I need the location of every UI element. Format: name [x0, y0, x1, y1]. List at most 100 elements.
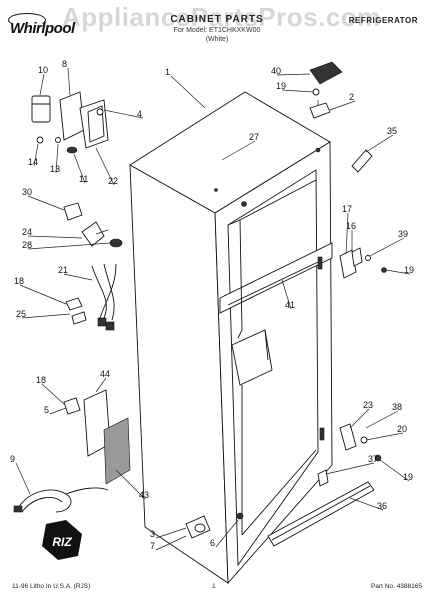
callout-20: 20	[365, 424, 407, 441]
callout-44: 44	[95, 369, 110, 393]
callout-number: 2	[349, 92, 354, 102]
callout-30: 30	[22, 187, 65, 211]
callout-number: 18	[14, 276, 24, 286]
callout-19: 19	[276, 81, 315, 93]
callout-leader-line	[27, 195, 65, 211]
callout-39: 39	[369, 229, 408, 257]
callout-37: 37	[325, 454, 378, 475]
callout-number: 19	[404, 265, 414, 275]
callout-number: 22	[108, 176, 118, 186]
callout-number: 44	[100, 369, 110, 379]
callout-leader-line	[15, 462, 31, 495]
callout-leader-line	[365, 134, 394, 153]
callout-number: 21	[58, 265, 68, 275]
callout-leader-line	[349, 497, 384, 511]
brand-logo: Whirlpool	[10, 20, 75, 37]
footer-print-info: 11-96 Litho In U.S.A. (RJS)	[12, 583, 91, 590]
callout-number: 28	[22, 240, 32, 250]
callout-24: 24	[22, 227, 83, 239]
callout-number: 10	[38, 65, 48, 75]
callout-number: 11	[79, 174, 88, 184]
callout-19: 19	[379, 459, 413, 482]
callout-leader-line	[103, 109, 144, 119]
control-parts	[63, 202, 123, 248]
callout-number: 16	[346, 221, 356, 231]
callout-14: 14	[28, 143, 39, 167]
callout-leader-line	[115, 469, 146, 500]
callout-21: 21	[58, 265, 93, 281]
callout-10: 10	[38, 65, 48, 96]
callout-leader-line	[63, 273, 93, 281]
callout-18: 18	[14, 276, 67, 305]
callout-number: 39	[398, 229, 408, 239]
callout-leader-line	[329, 100, 356, 111]
callout-number: 4	[137, 109, 142, 119]
callout-leader-line	[73, 153, 86, 184]
callout-18: 18	[36, 375, 65, 405]
callout-number: 43	[139, 490, 149, 500]
callout-13: 13	[50, 143, 60, 174]
callout-leader-line	[33, 143, 39, 167]
callout-leader-line	[41, 383, 65, 405]
callout-leader-line	[19, 284, 67, 305]
callout-number: 37	[368, 454, 378, 464]
callout-number: 27	[249, 132, 259, 142]
callout-19: 19	[385, 265, 414, 275]
variant-line: (White)	[205, 36, 229, 43]
callout-23: 23	[349, 400, 373, 429]
callout-leader-line	[281, 89, 315, 93]
callout-leader-line	[379, 459, 410, 482]
callout-leader-line	[55, 143, 59, 174]
category-label: REFRIGERATOR	[348, 16, 418, 25]
callout-number: 25	[16, 309, 26, 319]
light-housing-assembly	[31, 91, 109, 154]
cabinet-shell	[129, 91, 333, 585]
callout-11: 11	[73, 153, 88, 184]
callout-8: 8	[62, 59, 71, 96]
callout-leader-line	[365, 432, 404, 441]
callout-number: 19	[276, 81, 286, 91]
callout-leader-line	[349, 408, 370, 429]
callout-number: 36	[377, 501, 387, 511]
callout-number: 24	[22, 227, 32, 237]
footer-page-number: 1	[212, 583, 216, 590]
callout-41: 41	[281, 279, 295, 310]
callout-6: 6	[210, 519, 239, 548]
callout-35: 35	[365, 126, 397, 153]
callout-number: 3	[150, 529, 155, 539]
callout-number: 5	[44, 405, 49, 415]
callout-leader-line	[39, 73, 45, 96]
section-title: CABINET PARTS	[170, 14, 264, 25]
callout-number: 6	[210, 538, 215, 548]
callout-leader-line	[276, 73, 311, 76]
top-hinge-assembly	[309, 61, 343, 119]
callout-number: 8	[62, 59, 67, 69]
callout-28: 28	[22, 240, 111, 250]
callout-1: 1	[165, 67, 206, 109]
callout-leader-line	[155, 527, 187, 539]
callout-17: 17	[342, 204, 352, 255]
callout-leader-line	[365, 410, 399, 429]
callout-leader-line	[369, 237, 405, 257]
callout-number: 14	[28, 157, 38, 167]
callout-number: 41	[285, 300, 295, 310]
bottom-hinge-parts	[185, 512, 244, 539]
callout-number: 13	[50, 164, 60, 174]
riz-badge: RIZ	[42, 520, 82, 560]
callout-number: 35	[387, 126, 397, 136]
callout-leader-line	[155, 535, 187, 551]
callout-number: 20	[397, 424, 407, 434]
callout-number: 38	[392, 402, 402, 412]
brand-logo-swoosh	[8, 13, 46, 27]
callout-number: 19	[403, 472, 413, 482]
callout-leader-line	[345, 212, 349, 255]
callout-leader-line	[281, 279, 292, 310]
callout-number: 17	[342, 204, 352, 214]
watermark: AppliancePartsPros.com	[62, 2, 381, 32]
callout-number: 40	[271, 66, 281, 76]
riz-badge-label: RIZ	[52, 535, 72, 549]
callout-leader-line	[95, 377, 107, 393]
wiring-harness	[65, 263, 117, 331]
callout-leader-line	[385, 269, 411, 275]
callout-leader-line	[21, 313, 71, 319]
